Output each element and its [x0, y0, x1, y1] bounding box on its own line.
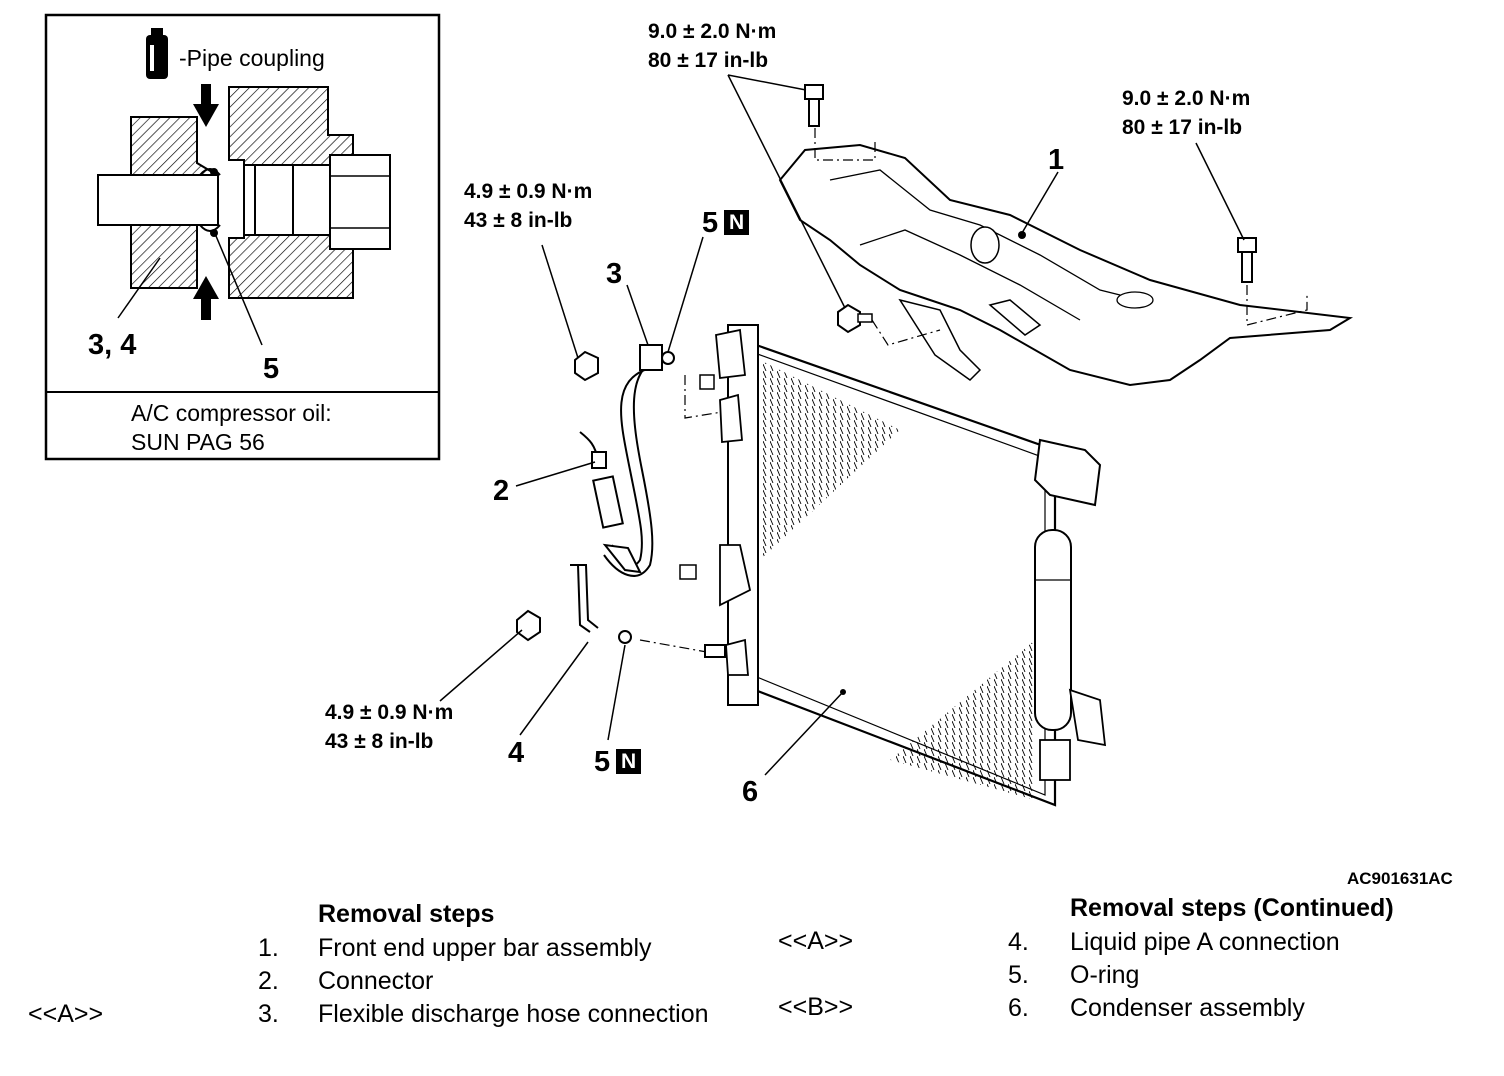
callout-3: 3 [606, 258, 623, 290]
step-tag: <<A>> [28, 1000, 104, 1028]
step-text: O-ring [1070, 961, 1140, 989]
new-part-badge: N [724, 210, 750, 235]
callout-6: 6 [742, 776, 759, 808]
callout-1: 1 [1048, 144, 1065, 176]
step-number: 3. [258, 1000, 279, 1028]
bolt-top-icon [804, 84, 824, 127]
callout-2: 2 [493, 475, 510, 507]
step-tag: <<B>> [778, 993, 854, 1021]
step-text: Flexible discharge hose connection [318, 1000, 709, 1028]
step-number: 5. [1008, 961, 1029, 989]
bolt-right-icon [1237, 237, 1257, 283]
step-text: Front end upper bar assembly [318, 934, 652, 962]
pipe-coupling-label: -Pipe coupling [179, 45, 325, 71]
figure-code: AC901631AC [1347, 869, 1453, 888]
step-text: Connector [318, 967, 434, 995]
up-arrow-icon [193, 276, 219, 320]
pipe-coupling-inset [44, 13, 441, 461]
oil-can-icon [146, 28, 168, 79]
removal-steps-heading: Removal steps [318, 900, 495, 928]
bolt-left-icon [837, 303, 873, 334]
down-arrow-icon [193, 84, 219, 127]
step-tag: <<A>> [778, 927, 854, 955]
callout-4: 4 [508, 737, 525, 769]
step-number: 1. [258, 934, 279, 962]
step-text: Condenser assembly [1070, 994, 1305, 1022]
inset-callout-3-4: 3, 4 [88, 329, 137, 361]
new-part-badge: N [616, 749, 642, 774]
step-number: 4. [1008, 928, 1029, 956]
discharge-hose [516, 344, 726, 658]
step-number: 6. [1008, 994, 1029, 1022]
condenser-assembly [679, 324, 1107, 807]
oil-spec-line-1: A/C compressor oil: [131, 400, 332, 426]
step-number: 2. [258, 967, 279, 995]
front-end-upper-bar [778, 143, 1354, 387]
exploded-view-diagram [44, 13, 1354, 807]
oil-spec-line-2: SUN PAG 56 [131, 429, 265, 455]
step-text: Liquid pipe A connection [1070, 928, 1340, 956]
removal-steps-continued-heading: Removal steps (Continued) [1070, 894, 1394, 922]
inset-callout-5: 5 [263, 353, 280, 385]
